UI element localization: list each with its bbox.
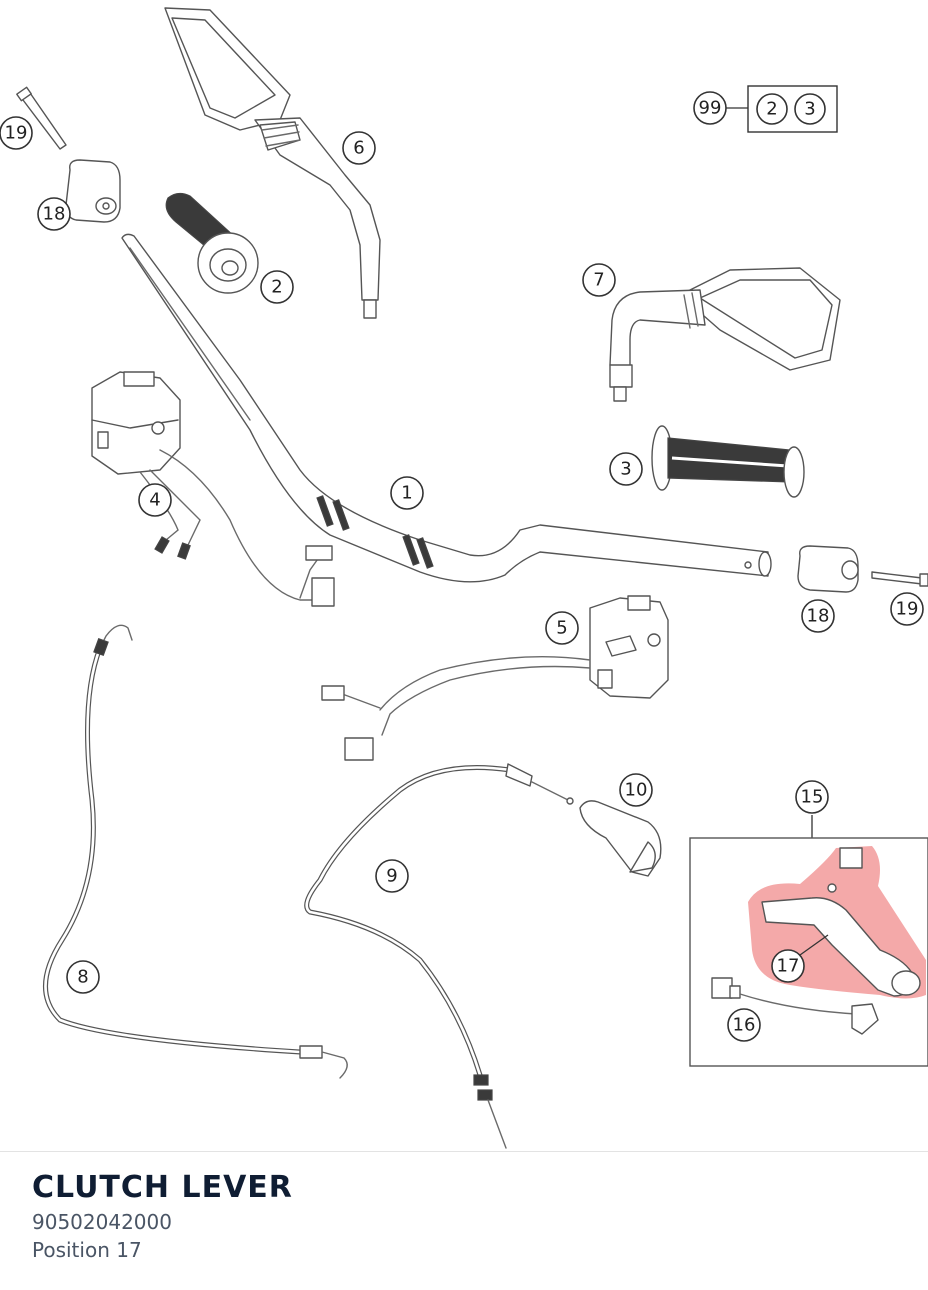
callout-7[interactable]: 7 (582, 263, 616, 297)
callout-3[interactable]: 3 (609, 452, 643, 486)
part-18-bar-end-weight-right[interactable] (797, 545, 859, 593)
part-1-handlebar[interactable] (121, 233, 772, 583)
svg-text:16: 16 (733, 1015, 756, 1036)
callout-17[interactable]: 17 (771, 934, 829, 983)
part-18-bar-end-weight[interactable] (65, 159, 121, 223)
svg-text:15: 15 (801, 787, 824, 808)
exploded-parts-diagram: 19 18 6 2 99 2 3 7 3 4 1 18 (0, 7, 928, 1149)
svg-text:10: 10 (625, 780, 648, 801)
svg-text:6: 6 (353, 138, 364, 159)
part-19-bar-end-bolt-right[interactable] (871, 571, 928, 587)
part-4-left-switch[interactable] (91, 371, 335, 607)
part-number: 90502042000 (32, 1210, 172, 1234)
part-7-right-mirror[interactable] (609, 267, 841, 402)
callout-9[interactable]: 9 (375, 859, 409, 893)
svg-text:1: 1 (401, 483, 412, 504)
part-10-cable-cover[interactable] (579, 800, 662, 877)
callout-19-right[interactable]: 19 (890, 592, 924, 626)
part-info-panel: CLUTCH LEVER 90502042000 Position 17 (32, 1168, 293, 1264)
part-5-right-switch[interactable] (321, 595, 669, 761)
svg-text:4: 4 (149, 490, 160, 511)
svg-text:3: 3 (804, 99, 815, 120)
callout-18-top[interactable]: 18 (37, 197, 71, 231)
svg-text:17: 17 (777, 956, 800, 977)
svg-text:8: 8 (77, 967, 88, 988)
part-16-clutch-switch[interactable] (711, 977, 879, 1035)
callout-18-right[interactable]: 18 (801, 599, 835, 633)
callout-5[interactable]: 5 (545, 611, 579, 645)
part-8-cable[interactable] (43, 624, 348, 1079)
svg-text:18: 18 (807, 606, 830, 627)
svg-text:18: 18 (43, 204, 66, 225)
part-name: CLUTCH LEVER (32, 1170, 293, 1205)
callout-19-top[interactable]: 19 (0, 116, 33, 150)
svg-text:19: 19 (5, 123, 28, 144)
callout-99-kit[interactable]: 99 2 3 (693, 85, 838, 133)
callout-16[interactable]: 16 (727, 1008, 761, 1042)
svg-text:99: 99 (699, 98, 722, 119)
callout-4[interactable]: 4 (138, 483, 172, 517)
part-3-right-grip[interactable] (651, 425, 805, 498)
divider (0, 1151, 928, 1152)
callout-6[interactable]: 6 (342, 131, 376, 165)
callout-1[interactable]: 1 (390, 476, 424, 510)
svg-text:2: 2 (271, 277, 282, 298)
part-position: Position 17 (32, 1238, 142, 1262)
callout-10[interactable]: 10 (619, 773, 653, 807)
svg-text:5: 5 (556, 618, 567, 639)
part-2-left-grip[interactable] (165, 192, 259, 294)
callout-2[interactable]: 2 (260, 270, 294, 304)
callout-15[interactable]: 15 (795, 780, 829, 814)
svg-text:7: 7 (593, 270, 604, 291)
svg-text:2: 2 (766, 99, 777, 120)
callout-8[interactable]: 8 (66, 960, 100, 994)
svg-text:3: 3 (620, 459, 631, 480)
part-6-left-mirror[interactable] (164, 7, 381, 319)
part-9-cable[interactable] (304, 763, 574, 1149)
svg-text:19: 19 (896, 599, 919, 620)
part-19-bar-end-bolt[interactable] (16, 86, 67, 150)
svg-text:9: 9 (386, 866, 397, 887)
